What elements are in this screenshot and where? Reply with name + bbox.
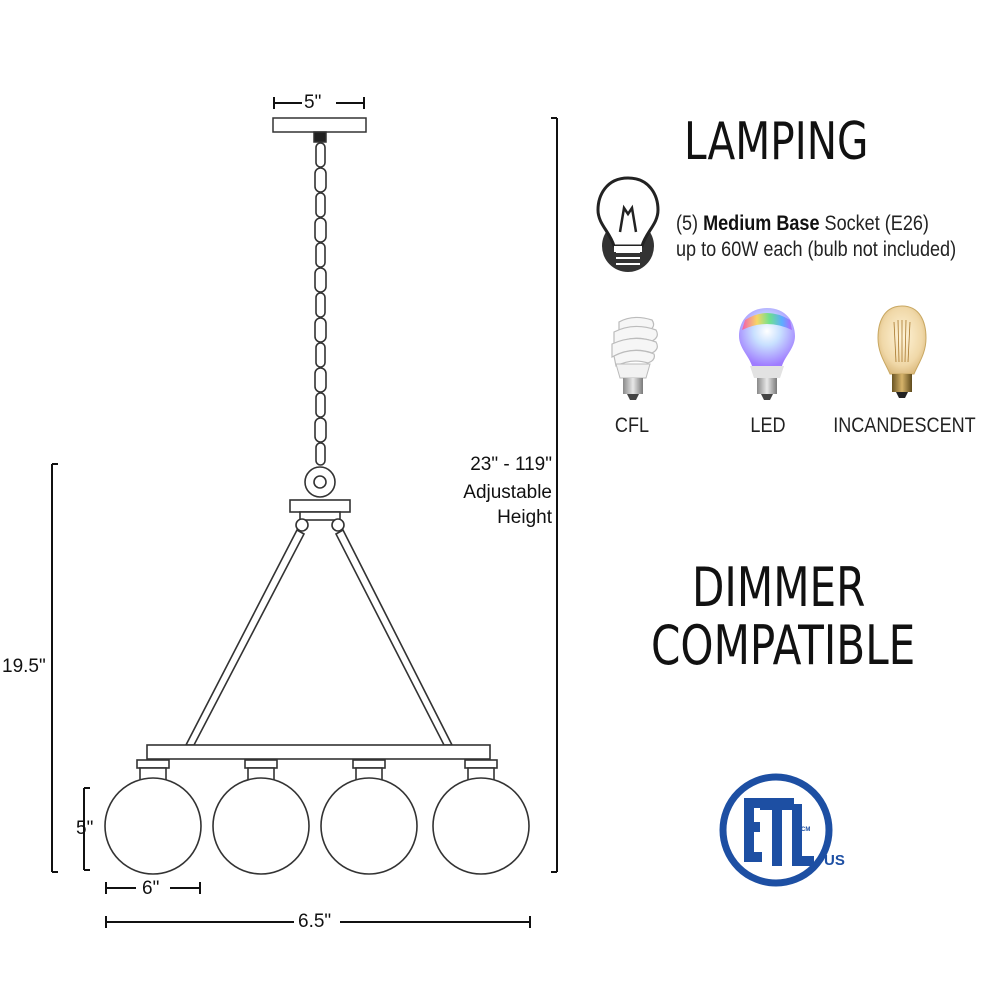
cfl-bulb-icon	[611, 316, 658, 400]
etl-region-text: US	[824, 852, 845, 869]
ring-and-hub	[289, 466, 351, 532]
shade-height-dimension	[83, 787, 90, 871]
bulb-label-cfl: CFL	[614, 414, 650, 437]
socket-type: Medium Base	[703, 212, 820, 235]
lamping-title: LAMPING	[684, 112, 869, 172]
dimmer-title-line-2: COMPATIBLE	[651, 614, 916, 677]
bulb-label-led: LED	[750, 414, 786, 437]
lamping-socket-line: (5) Medium Base Socket (E26)	[676, 212, 929, 236]
lightbulb-icon	[596, 176, 660, 272]
led-bulb-icon	[739, 308, 795, 400]
fixture-height-label: 19.5"	[2, 656, 46, 677]
socket-spec: Socket (E26)	[819, 212, 929, 235]
adjustable-height-label-2: Height	[497, 507, 552, 528]
canopy-width-dimension	[273, 97, 365, 109]
support-arms	[184, 528, 454, 746]
shade-width-dimension	[105, 882, 201, 894]
adjustable-height-dimension	[551, 117, 558, 873]
shade-height-label: 5"	[76, 818, 94, 839]
shade-2	[212, 759, 310, 875]
shades	[104, 759, 530, 875]
socket-count: (5)	[676, 212, 704, 235]
adjustable-height-range: 23" - 119"	[470, 454, 552, 475]
shade-4	[432, 759, 530, 875]
adjustable-height-label-1: Adjustable	[463, 482, 552, 503]
incandescent-bulb-icon	[877, 305, 927, 398]
crossbar	[146, 744, 491, 760]
overall-width-dimension	[105, 916, 531, 928]
canopy	[272, 117, 367, 143]
etl-certification-logo: CM US	[719, 773, 845, 887]
bulb-label-incandescent: INCANDESCENT	[833, 414, 976, 437]
dimmer-title-line-1: DIMMER	[692, 556, 866, 619]
overall-width-label: 6.5"	[298, 911, 332, 932]
chain	[314, 142, 327, 466]
shade-width-label: 6"	[142, 878, 160, 899]
svg-text:CM: CM	[801, 827, 810, 833]
lamping-wattage-line: up to 60W each (bulb not included)	[676, 238, 957, 261]
canopy-width-label: 5"	[304, 92, 322, 113]
shade-3	[320, 759, 418, 875]
shade-1	[104, 759, 202, 875]
fixture-height-dimension	[51, 463, 58, 873]
